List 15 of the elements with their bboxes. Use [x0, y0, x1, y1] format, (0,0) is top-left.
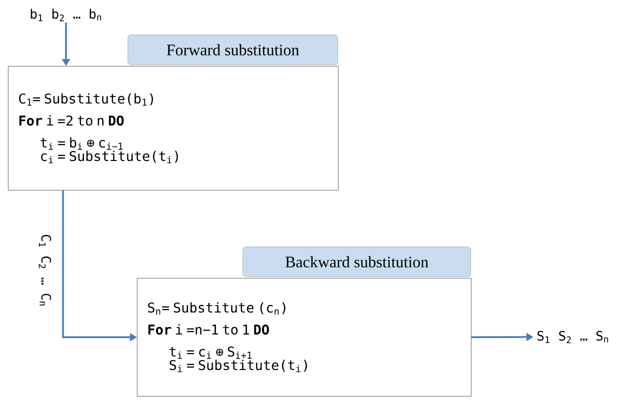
- node-label: c$_{i}$ = Substitute(t$_{i}$): [41, 150, 178, 164]
- node-label: For i =n−1 to 1 DO: [148, 324, 269, 335]
- edge-label: C$_{1}$ C$_{2}$ … C$_{n}$: [38, 233, 52, 308]
- node-label: t$_{i}$ = b$_{i}$ ⊕ c$_{i−1}$: [40, 137, 123, 150]
- node-label: C$_{1}$= Substitute(b$_{1}$): [19, 93, 154, 106]
- heading-tab: Backward substitution: [242, 246, 471, 277]
- node-label: S$_{n}$= Substitute (c$_{n}$): [148, 302, 286, 315]
- node-label: S$_{i}$ = Substitute(t$_{i}$): [170, 360, 307, 372]
- code-box: C$_{1}$= Substitute(b$_{1}$) For i =2 to n DO t$_{i}$ = b$_{i}$ ⊕ c$_{i−1}$ c$_{i}$ = Substitute(t$_{i}$): [8, 66, 338, 190]
- sequence-text: S$_{1}$ S$_{2}$ … S$_{n}$: [538, 330, 608, 344]
- sequence-text: b$_{1}$ b$_{2}$ … b$_{n}$: [30, 8, 102, 22]
- code-box: S$_{n}$= Substitute (c$_{n}$) For i =n−1 to 1 DO t$_{i}$ = c$_{i}$ ⊕ S$_{i+1}$ S$_{i}$ = Substitute(t$_{i}$): [137, 278, 472, 396]
- heading-tab: Forward substitution: [128, 34, 338, 65]
- node-label: For i =2 to n DO: [19, 115, 124, 126]
- node-label: t$_{i}$ = c$_{i}$ ⊕ S$_{i+1}$: [170, 346, 252, 359]
